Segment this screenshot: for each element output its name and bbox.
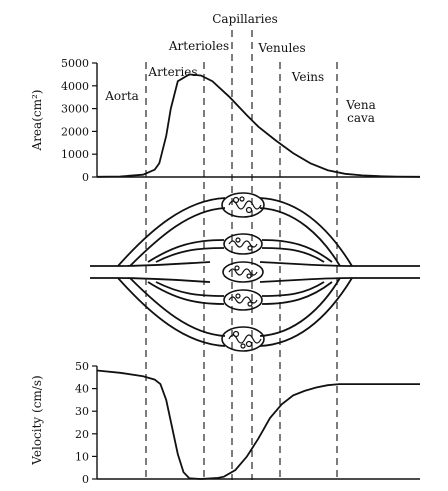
velocity-ticks: 0 10 20 30 40 50 (75, 360, 97, 486)
area-plot: Area(cm²) 0 1000 2000 3000 4000 5000 (30, 57, 421, 184)
vessel-schematic (90, 197, 420, 347)
upper-inner-branch-return (261, 239, 333, 263)
capillary-bed (221, 326, 265, 352)
velocity-plot: Velocity (cm/s) 0 10 20 30 40 50 (30, 360, 420, 486)
lower-inner-branch (147, 281, 225, 305)
label-vena-cava-1: Vena (345, 98, 376, 112)
label-arteries: Arteries (147, 65, 197, 79)
region-dividers (145, 30, 338, 480)
aorta-trunk (90, 265, 118, 279)
capillary-bed (222, 261, 264, 283)
lower-outer-branch (117, 277, 226, 347)
capillary-bed (223, 289, 263, 311)
area-curve (96, 73, 421, 178)
label-capillaries: Capillaries (212, 12, 278, 26)
vena-cava-trunk (352, 265, 420, 279)
area-tick-label: 1000 (61, 148, 89, 161)
lower-inner-branch-return (261, 281, 333, 305)
central-vessel (117, 261, 211, 283)
label-vena-cava-2: cava (347, 111, 375, 125)
velocity-tick-label: 0 (82, 473, 89, 486)
velocity-tick-label: 30 (75, 405, 89, 418)
upper-outer-branch (117, 197, 226, 267)
capillary-network (228, 196, 262, 349)
capillary-bed (221, 192, 265, 218)
area-tick-label: 5000 (61, 57, 89, 70)
label-aorta: Aorta (104, 89, 139, 103)
label-veins: Veins (291, 70, 324, 84)
capillary-bed (223, 233, 263, 255)
velocity-tick-label: 20 (75, 428, 89, 441)
upper-outer-branch-return (259, 197, 353, 267)
lower-outer-branch-return (259, 277, 353, 347)
velocity-y-axis-label: Velocity (cm/s) (30, 375, 44, 465)
velocity-tick-label: 10 (75, 450, 89, 463)
area-tick-label: 3000 (61, 103, 89, 116)
velocity-tick-label: 40 (75, 383, 89, 396)
label-venules: Venules (257, 41, 305, 55)
central-vein (259, 261, 353, 283)
area-tick-label: 0 (82, 171, 89, 184)
upper-inner-branch (147, 239, 225, 263)
area-tick-label: 4000 (61, 80, 89, 93)
label-arterioles: Arterioles (168, 39, 229, 53)
velocity-tick-label: 50 (75, 360, 89, 373)
area-y-axis-label: Area(cm²) (30, 90, 44, 152)
area-ticks: 0 1000 2000 3000 4000 5000 (61, 57, 97, 184)
area-tick-label: 2000 (61, 125, 89, 138)
capillary-beds (221, 192, 265, 352)
velocity-curve (96, 369, 420, 480)
